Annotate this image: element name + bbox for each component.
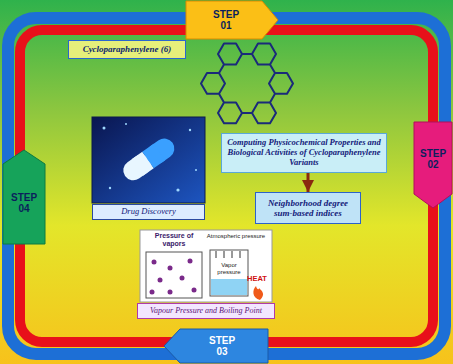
box-text: Computing Physicochemical Properties and…: [226, 138, 382, 167]
pressure-bars: [216, 251, 240, 258]
step-label: STEP 01: [213, 9, 239, 32]
cycle-band-inner: [20, 30, 433, 342]
illustration-label: HEAT: [244, 274, 270, 283]
sparkle: [103, 127, 106, 130]
molecule: [158, 278, 163, 283]
molecule: [168, 266, 173, 271]
flame: [253, 286, 263, 300]
step-label: STEP 04: [11, 192, 37, 215]
sparkle: [125, 123, 127, 125]
sparkle: [109, 187, 111, 189]
vapour-picture: [140, 230, 272, 302]
illustration-label: Atmospheric pressure: [206, 233, 266, 240]
box-text: Neighborhood degree sum-based indices: [260, 198, 356, 219]
molecule: [168, 290, 173, 295]
pressure-bar: [240, 251, 241, 258]
pressure-bar: [224, 251, 225, 258]
step-label: STEP 03: [209, 335, 235, 358]
cycle-band-outer: [8, 18, 445, 354]
illustration-label: Vapor pressure: [211, 262, 247, 276]
molecule: [152, 260, 157, 265]
molecule-ring: [201, 44, 293, 124]
title-box: Cycloparaphenylene (6): [68, 40, 186, 59]
beaker: [210, 250, 248, 296]
pressure-bar: [232, 251, 233, 258]
illustration-label: Pressure of vapors: [146, 232, 202, 249]
box-text: Cycloparaphenylene (6): [83, 44, 172, 54]
arrow-outline: [186, 1, 278, 39]
step-arrow: STEP 04: [3, 150, 45, 244]
arrow-outline: [164, 329, 268, 363]
molecule: [188, 259, 193, 264]
box-text: Drug Discovery: [121, 207, 176, 217]
connector-arrow: [307, 173, 310, 192]
molecule: [192, 288, 197, 293]
molecule: [150, 290, 155, 295]
caption-box: Vapour Pressure and Boiling Point: [137, 303, 275, 319]
container: [146, 252, 202, 298]
step-arrow: STEP 02: [414, 122, 452, 208]
sparkle: [176, 188, 179, 191]
arrow-shape: [186, 1, 278, 39]
arrow-outline: [3, 150, 45, 244]
drug-picture: [92, 117, 205, 203]
molecule: [180, 276, 185, 281]
capsule-half: [142, 144, 165, 168]
sparkles: [103, 123, 198, 192]
pressure-bar: [216, 251, 217, 258]
arrow-outline: [414, 122, 452, 208]
capsule-half: [142, 135, 178, 169]
caption-box: Drug Discovery: [92, 204, 205, 220]
capsule-icon: [119, 135, 178, 185]
step-label: STEP 02: [420, 148, 446, 171]
box-text: Vapour Pressure and Boiling Point: [150, 306, 262, 315]
sparkle: [195, 169, 197, 171]
sparkle: [189, 129, 191, 131]
step-arrow: STEP 03: [164, 329, 268, 363]
process-box: Neighborhood degree sum-based indices: [255, 192, 361, 224]
vapour-molecules: [150, 259, 197, 295]
step-arrow: STEP 01: [186, 1, 278, 39]
water: [211, 279, 247, 295]
arrow-shape: [164, 329, 268, 363]
process-box: Computing Physicochemical Properties and…: [221, 133, 387, 173]
